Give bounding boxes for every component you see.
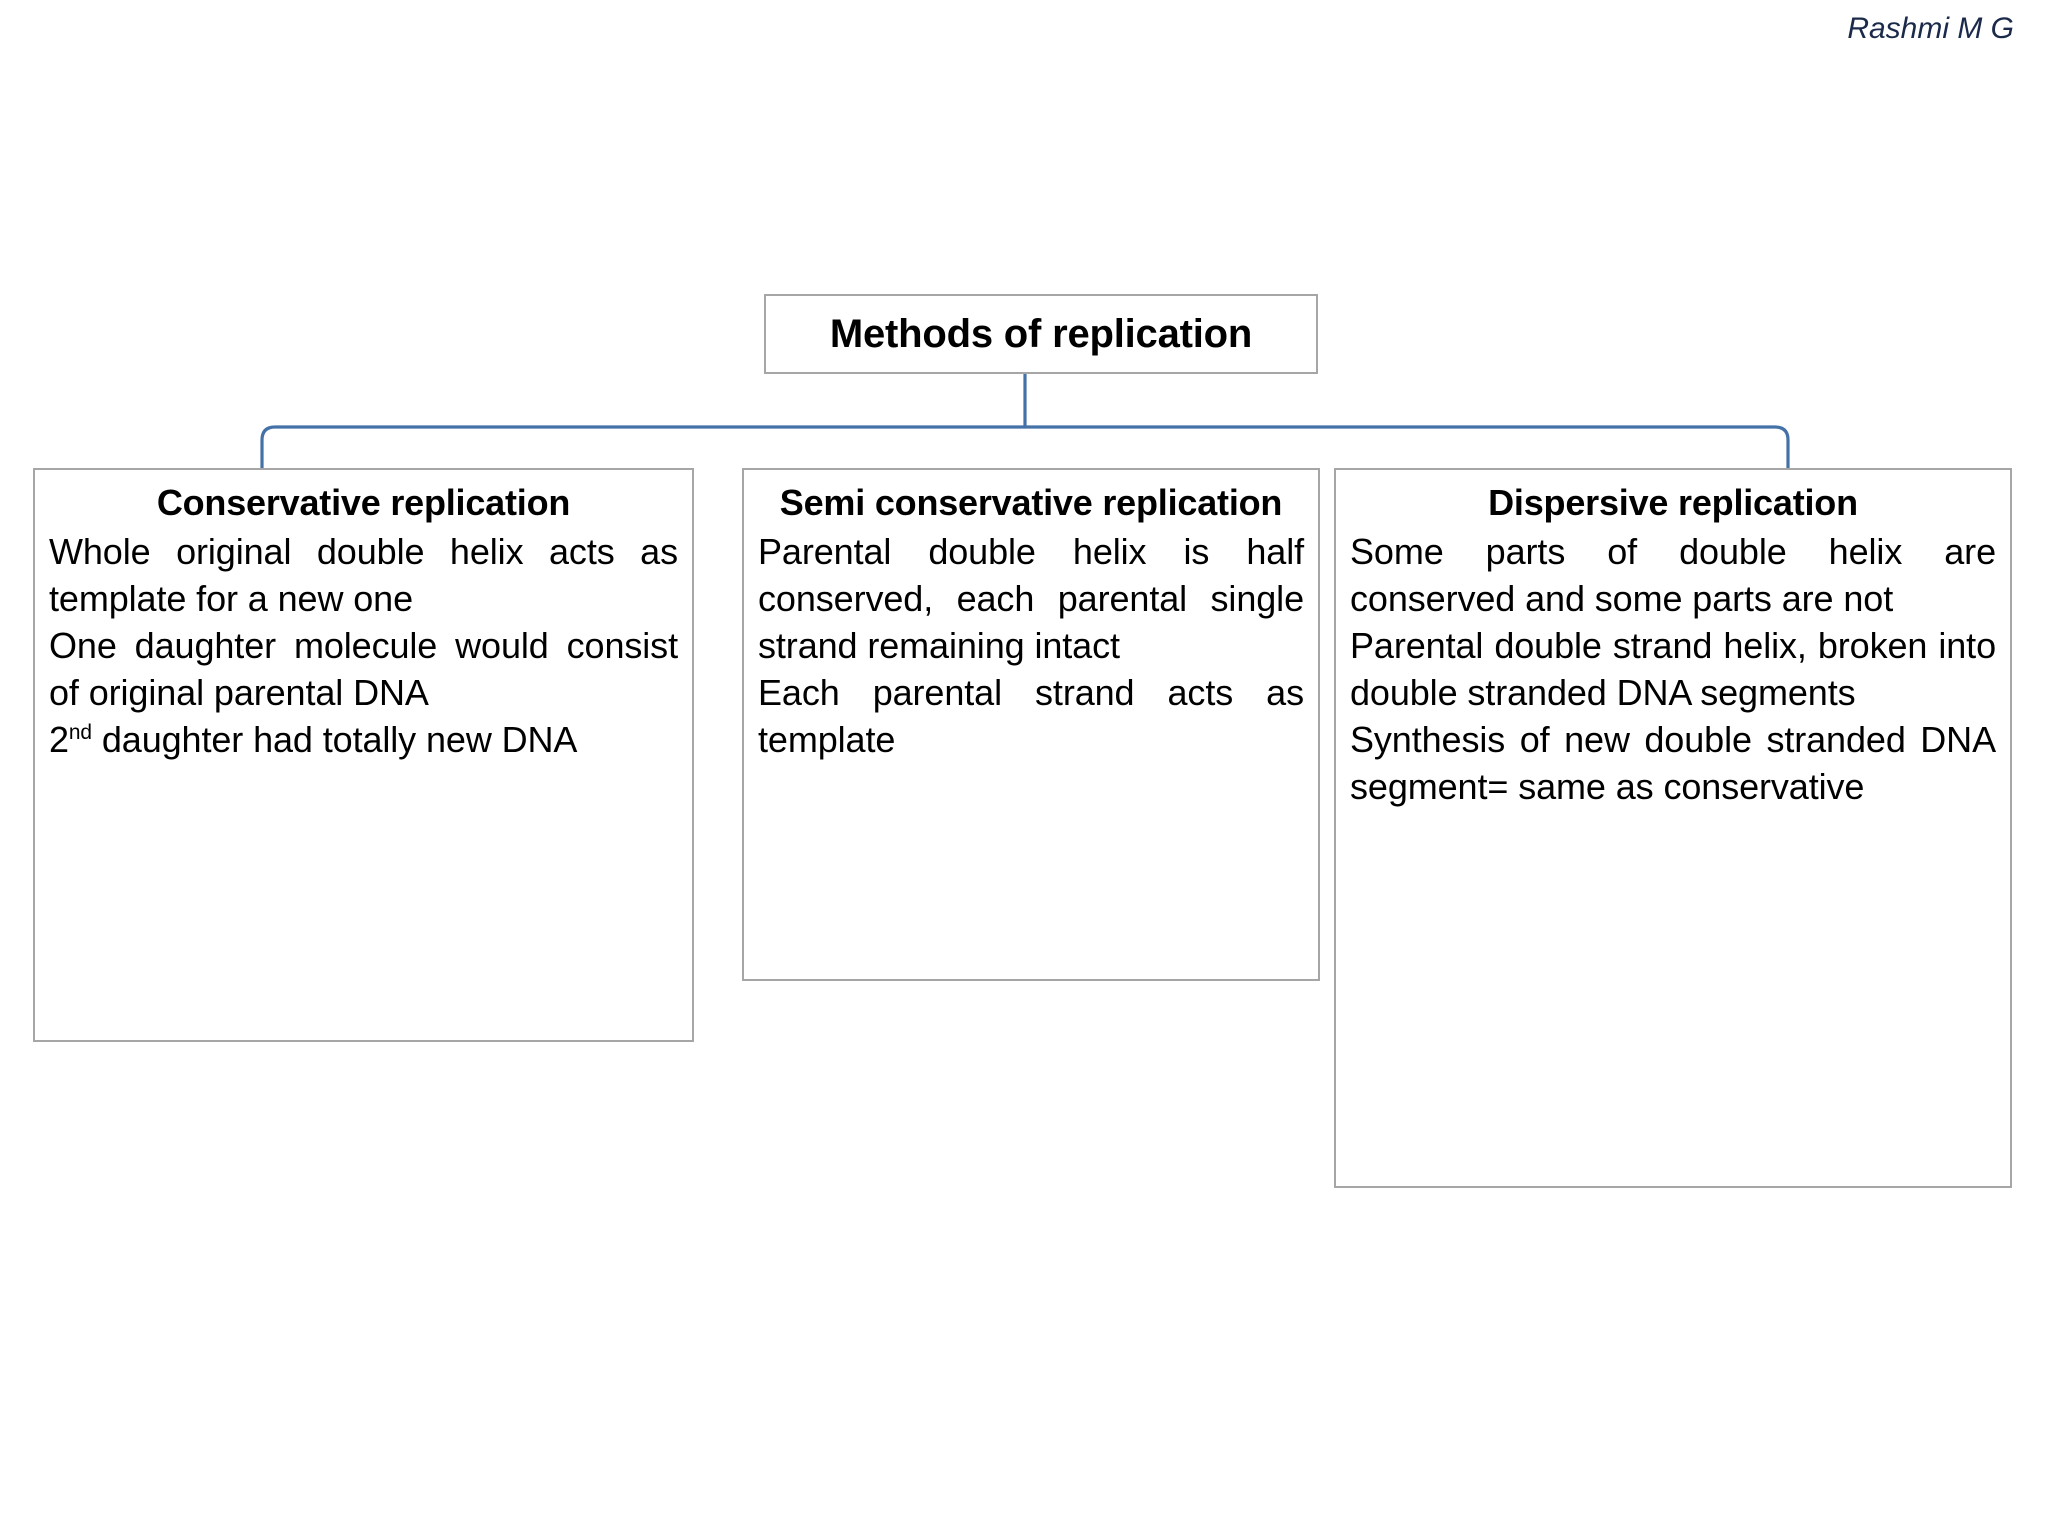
body-paragraph: Whole original double helix acts as temp… [49,530,678,619]
root-node-methods-of-replication[interactable]: Methods of replication [764,294,1318,374]
node-semi-conservative-replication[interactable]: Semi conservative replication Parental d… [742,468,1320,981]
body-paragraph: Some parts of double helix are conserved… [1350,530,1996,619]
node-title-dispersive: Dispersive replication [1488,482,1858,523]
body-paragraph: Parental double helix is half conserved,… [758,530,1304,666]
node-title-semi-conservative: Semi conservative replication [779,482,1283,523]
body-paragraph: One daughter molecule would consist of o… [49,624,678,713]
body-paragraph: Each parental strand acts as template [758,671,1304,760]
node-body-conservative: Whole original double helix acts as temp… [49,529,678,764]
node-title-conservative: Conservative replication [156,482,571,523]
node-body-dispersive: Some parts of double helix are conserved… [1350,529,1996,811]
connector-bar [260,425,1790,468]
root-node-label: Methods of replication [829,312,1253,356]
node-body-semi-conservative: Parental double helix is half conserved,… [758,529,1304,764]
ordinal-superscript: nd [68,720,92,744]
node-dispersive-replication[interactable]: Dispersive replication Some parts of dou… [1334,468,2012,1188]
body-paragraph: Synthesis of new double stranded DNA seg… [1350,718,1996,807]
node-conservative-replication[interactable]: Conservative replication Whole original … [33,468,694,1042]
body-paragraph: Parental double strand helix, broken int… [1350,624,1996,713]
body-paragraph: 2nd daughter had totally new DNA [49,718,578,760]
author-credit: Rashmi M G [1847,12,2014,45]
